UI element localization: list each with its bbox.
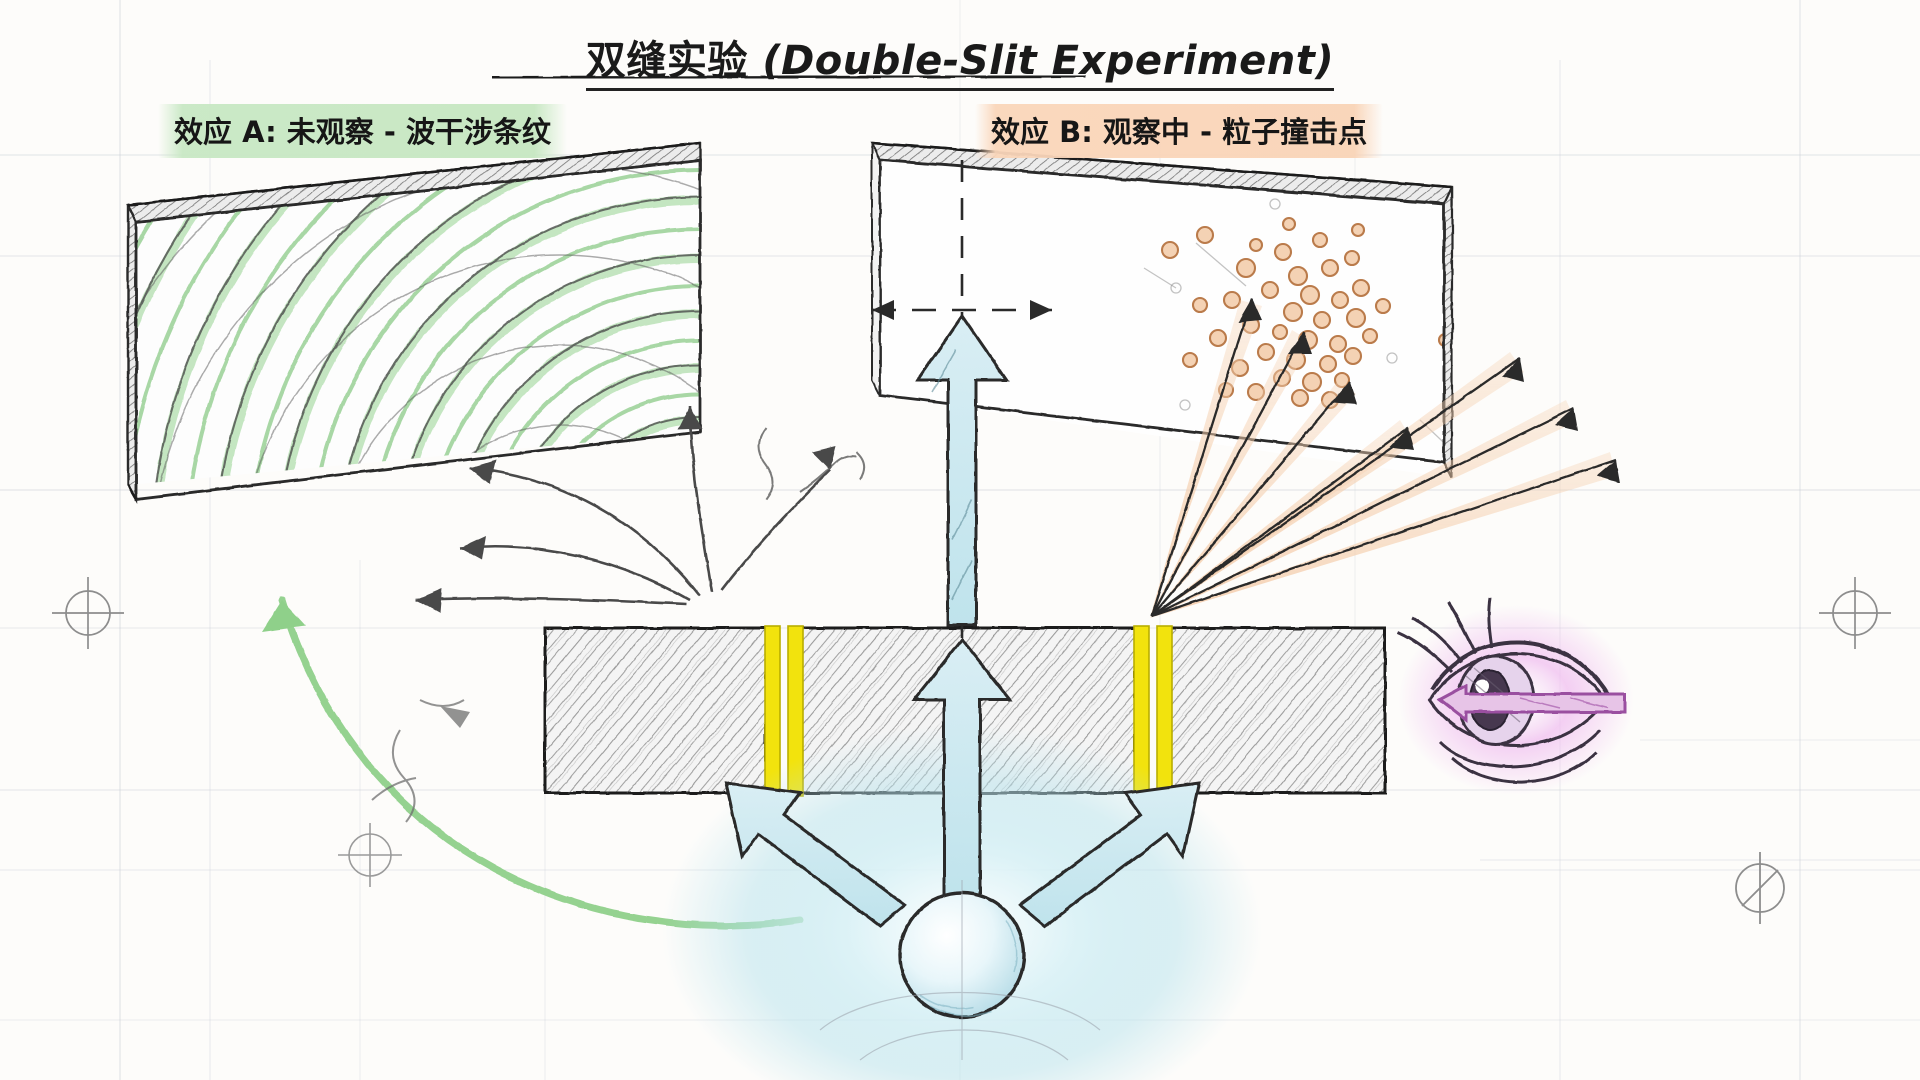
page-title-cn: 双缝实验: [585, 38, 748, 84]
registration-mark-left: [52, 577, 124, 649]
emission-arrow-right: [1017, 781, 1201, 928]
double-slit-barrier: [543, 625, 1387, 797]
registration-mark-right: [1819, 577, 1891, 649]
green-feedback-squiggles: [371, 699, 470, 823]
right-screen-panel: [870, 141, 1454, 479]
title-underline: [491, 74, 1087, 80]
slit-right: [1133, 625, 1173, 797]
page-title-en: (Double-Slit Experiment): [762, 38, 1335, 84]
spread-indicator: [872, 300, 1052, 320]
left-screen-panel: [126, 141, 702, 504]
left-screen-frame: [126, 141, 702, 504]
emission-arrow-left: [724, 781, 908, 928]
central-beam-arrow-upper: [915, 313, 1009, 627]
emission-arrow-center: [910, 637, 1014, 902]
slit-left: [764, 625, 804, 797]
construction-arcs: [819, 880, 1101, 1061]
wave-propagation-arrows: [415, 405, 866, 613]
particle-beams: [1150, 297, 1620, 618]
panel-label-effect-b: 效应 B: 观察中 - 粒子撞击点: [975, 104, 1384, 158]
page-title: 双缝实验 (Double-Slit Experiment): [0, 28, 1920, 91]
registration-mark-lower-left: [338, 823, 402, 887]
observation-arrow: [1437, 683, 1627, 724]
right-screen-frame: [870, 141, 1454, 479]
panel-label-effect-a: 效应 A: 未观察 - 波干涉条纹: [158, 104, 568, 158]
registration-mark-lower-right: [1735, 852, 1785, 924]
